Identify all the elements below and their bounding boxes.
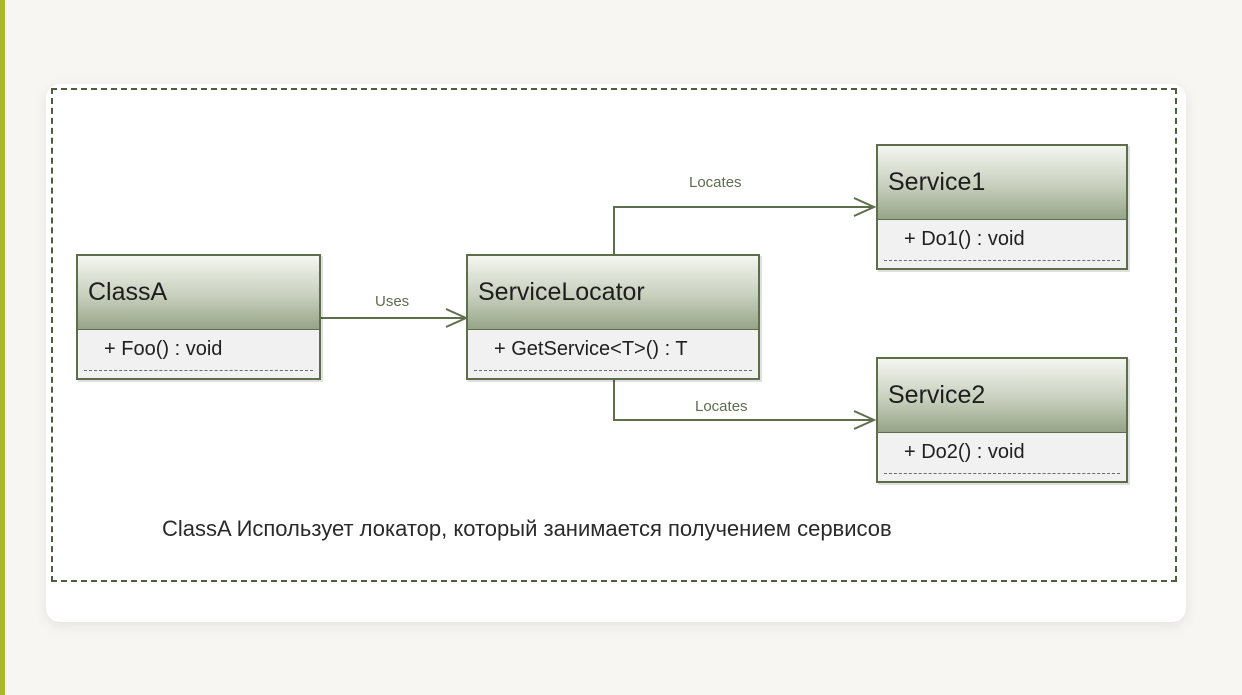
service1-operation: + Do1() : void: [904, 228, 1025, 250]
service2-name: Service2: [878, 359, 1126, 433]
service-locator-box: ServiceLocator + GetService<T>() : T: [466, 254, 760, 380]
service2-operation: + Do2() : void: [904, 441, 1025, 463]
diagram-caption: ClassA Использует локатор, который заним…: [162, 516, 892, 541]
service1-operations: + Do1() : void: [878, 220, 1126, 266]
service2-separator: [884, 473, 1120, 474]
service1-separator: [884, 260, 1120, 261]
service-locator-operation: + GetService<T>() : T: [494, 338, 688, 360]
class-a-name: ClassA: [78, 256, 319, 330]
class-a-operations: + Foo() : void: [78, 330, 319, 376]
service2-box: Service2 + Do2() : void: [876, 357, 1128, 483]
page-heading: [40, 0, 1240, 12]
diagram-frame: [51, 88, 1177, 582]
locates-service2-label: Locates: [695, 398, 748, 415]
service-locator-separator: [474, 370, 752, 371]
class-a-operation: + Foo() : void: [104, 338, 223, 360]
left-accent-bar: [0, 0, 5, 695]
service-locator-name: ServiceLocator: [468, 256, 758, 330]
service1-name: Service1: [878, 146, 1126, 220]
locates-service1-label: Locates: [689, 174, 742, 191]
class-a-box: ClassA + Foo() : void: [76, 254, 321, 380]
service1-box: Service1 + Do1() : void: [876, 144, 1128, 270]
class-a-separator: [84, 370, 313, 371]
uses-label: Uses: [375, 293, 410, 310]
service-locator-operations: + GetService<T>() : T: [468, 330, 758, 376]
service2-operations: + Do2() : void: [878, 433, 1126, 479]
